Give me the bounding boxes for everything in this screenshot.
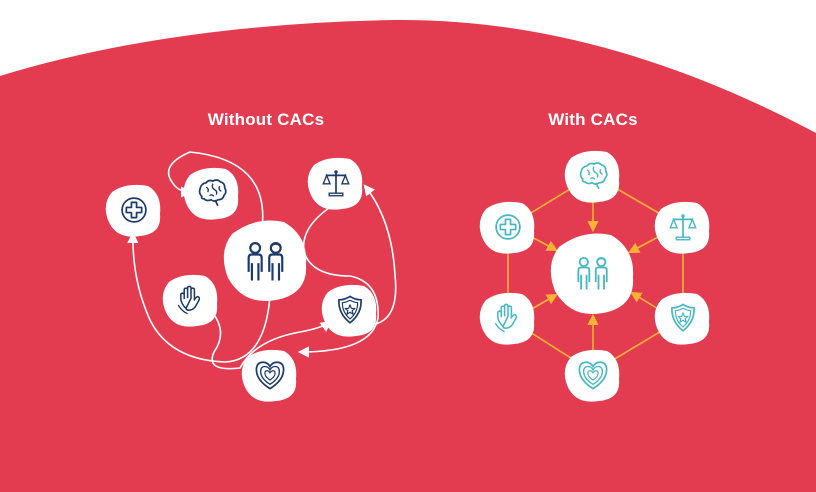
with-cacs-panel xyxy=(479,150,710,402)
blob-hand xyxy=(162,274,218,327)
chaotic-arrow xyxy=(127,231,271,363)
blob-brain xyxy=(564,150,620,203)
blob-medical xyxy=(479,201,535,254)
chaotic-arrow xyxy=(297,203,379,358)
chaotic-arrows xyxy=(127,151,397,370)
chaotic-arrow xyxy=(167,151,264,229)
blob-justice xyxy=(307,157,363,210)
top-curve-band xyxy=(0,0,816,133)
blob-heart xyxy=(241,349,297,402)
blob-police xyxy=(321,284,377,337)
chaotic-arrow xyxy=(363,184,397,326)
blob-justice xyxy=(654,201,710,254)
blob-brain xyxy=(183,167,239,220)
without-cacs-title: Without CACs xyxy=(207,110,325,129)
with-cacs-title: With CACs xyxy=(548,110,638,129)
blob-police xyxy=(654,292,710,345)
blob-medical xyxy=(105,184,161,237)
spoke-arrow xyxy=(529,235,558,252)
blob-hand xyxy=(479,292,535,345)
without-cacs-panel xyxy=(105,151,397,402)
blob-heart xyxy=(564,349,620,402)
spoke-arrow xyxy=(630,291,661,311)
spoke-arrow xyxy=(529,293,558,311)
chaotic-arrow xyxy=(211,311,332,370)
spoke-arrow xyxy=(628,235,661,254)
blob-children xyxy=(223,220,307,302)
blob-children xyxy=(550,233,634,315)
